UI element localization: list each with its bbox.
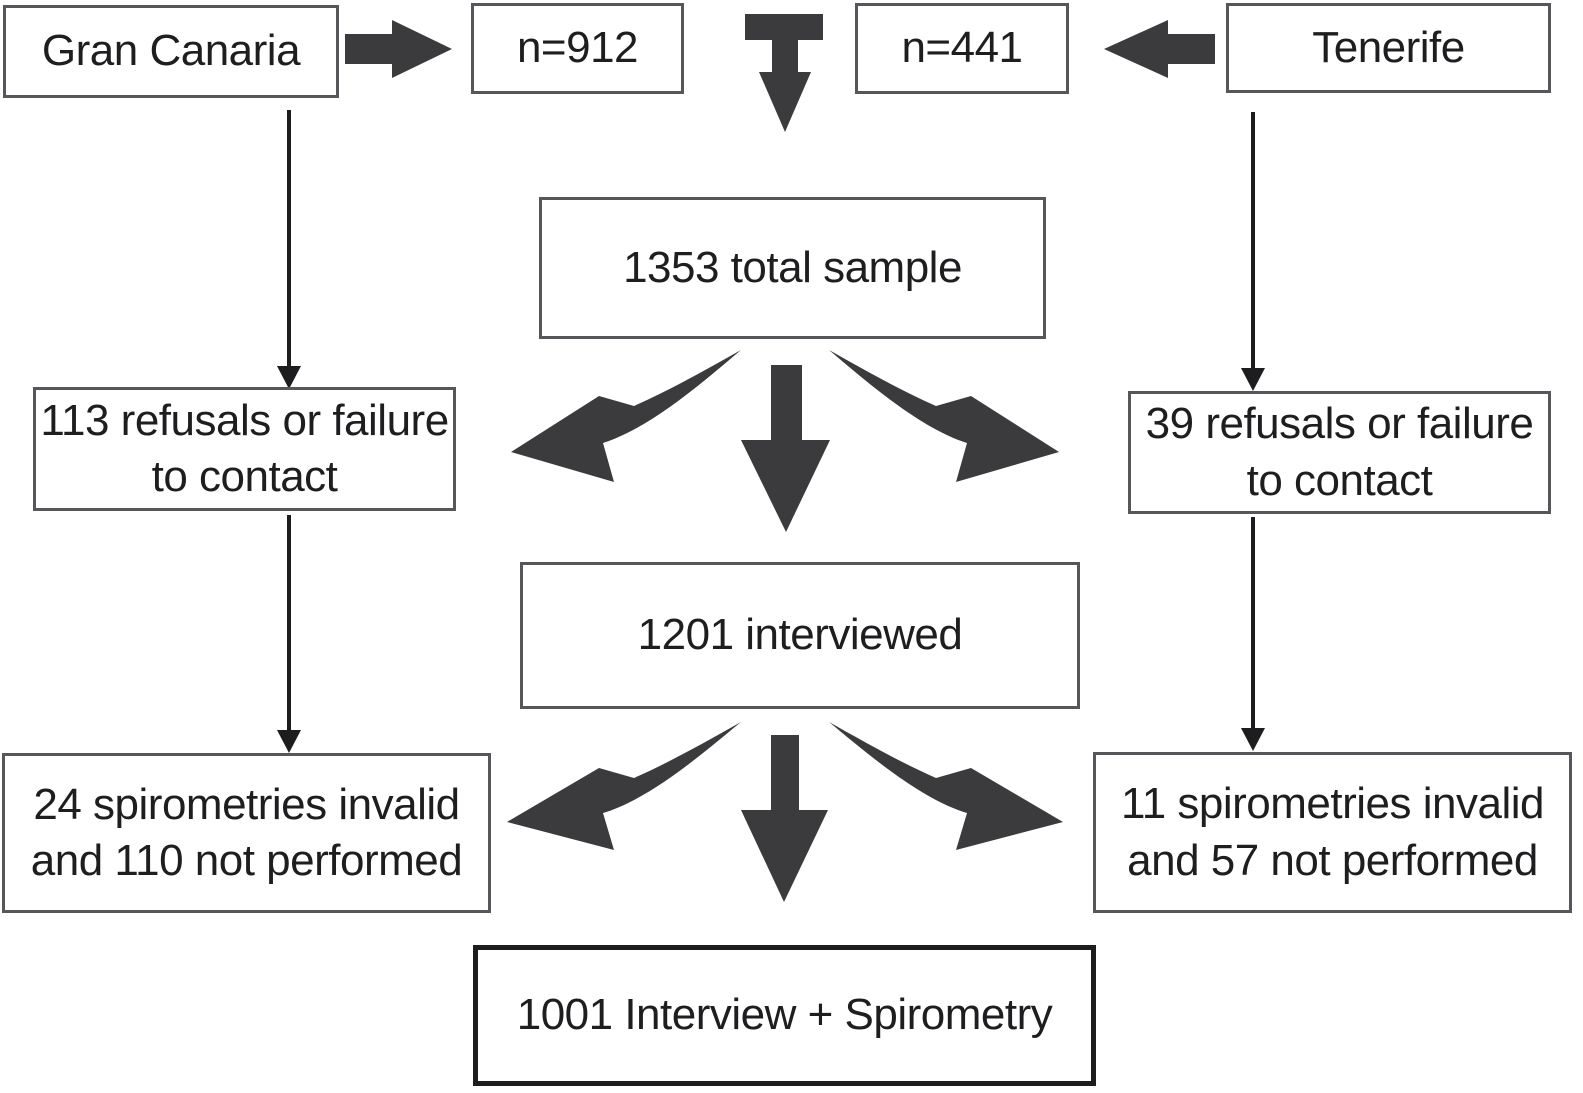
node-label: Gran Canaria [41,26,301,76]
arrow-refusals-to-spirometries-right [1241,517,1265,751]
block-arrow-left-icon [1104,20,1215,78]
down-arrow-total-to-interviewed-icon [741,365,830,532]
node-spirometries-gran-canaria: 24 spirometries invalid and 110 not perf… [2,753,491,913]
node-final-sample: 1001 Interview + Spirometry [473,945,1096,1086]
curved-arrow-total-to-right-icon [829,350,1059,482]
merge-down-arrow-icon [745,14,823,132]
node-label: 1353 total sample [623,242,962,292]
node-n912: n=912 [471,3,684,94]
node-refusals-gran-canaria: 113 refusals or failure to contact [33,387,456,511]
node-label: 1001 Interview + Spirometry [516,990,1053,1040]
node-refusals-tenerife: 39 refusals or failure to contact [1128,391,1551,514]
node-tenerife: Tenerife [1226,3,1551,93]
node-label: n=912 [516,23,639,73]
arrow-refusals-to-spirometries-left [277,515,301,753]
curved-arrow-interviewed-to-right-icon [829,722,1063,850]
curved-arrow-interviewed-to-left-icon [507,722,741,850]
node-gran-canaria: Gran Canaria [3,5,339,98]
node-label: 1201 interviewed [637,610,963,660]
arrow-grancanaria-to-refusals [277,110,301,389]
node-label: 11 spirometries invalid [1121,779,1544,829]
node-total-sample: 1353 total sample [539,197,1046,339]
arrow-tenerife-to-refusals [1241,112,1265,391]
node-label: 24 spirometries invalid [33,779,460,829]
node-label: 113 refusals or failure [40,395,449,445]
down-arrow-interviewed-to-final-icon [741,735,828,902]
curved-arrow-total-to-left-icon [511,350,741,482]
node-label: n=441 [901,23,1023,73]
node-label: 39 refusals or failure [1145,399,1534,449]
node-spirometries-tenerife: 11 spirometries invalid and 57 not perfo… [1093,752,1572,913]
node-label: Tenerife [1312,22,1465,72]
node-n441: n=441 [855,3,1069,94]
block-arrow-right-icon [345,20,452,78]
node-interviewed: 1201 interviewed [520,562,1080,709]
